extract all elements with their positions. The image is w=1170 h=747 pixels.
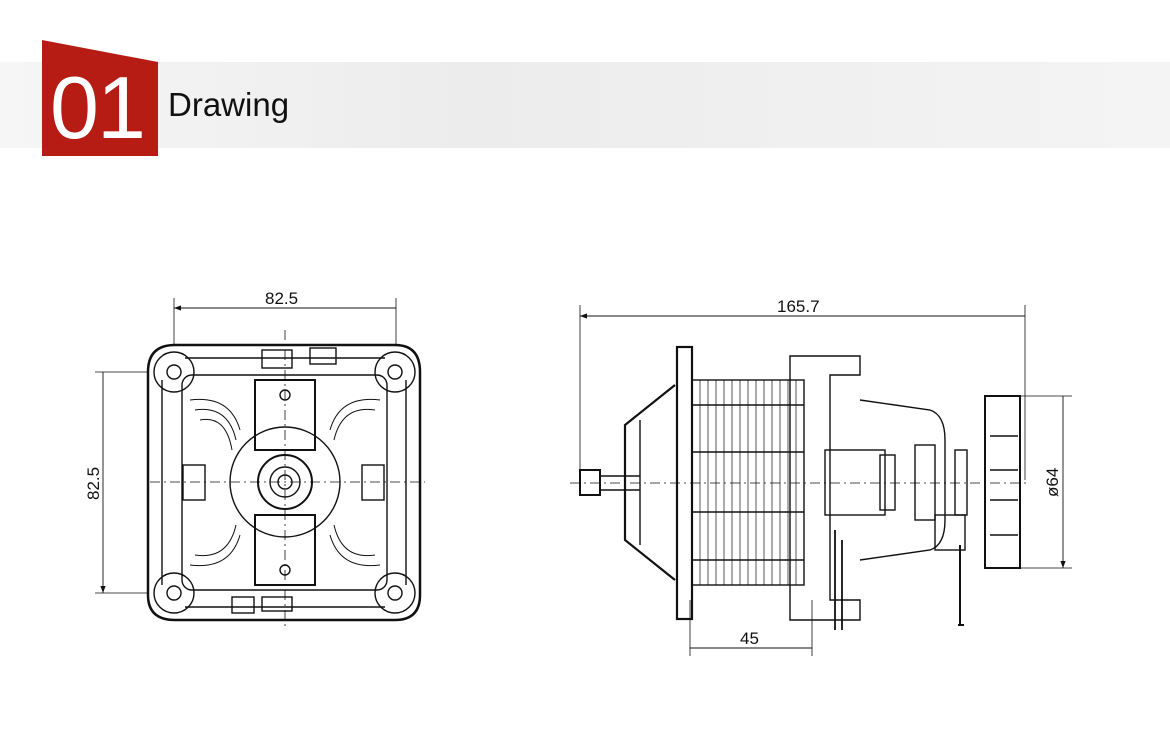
front-view: [95, 298, 425, 630]
section-title: Drawing: [168, 86, 290, 123]
section-number: 01: [50, 58, 146, 157]
front-height-dimension: 82.5: [84, 467, 103, 500]
stack-length-dimension: 45: [740, 629, 759, 648]
overall-length-dimension: 165.7: [777, 297, 820, 316]
section-number-tab: [42, 40, 158, 156]
fan-diameter-dimension: ø64: [1043, 468, 1062, 497]
front-width-dimension: 82.5: [265, 289, 298, 308]
side-view: [570, 305, 1072, 656]
header-band: [0, 62, 1170, 148]
